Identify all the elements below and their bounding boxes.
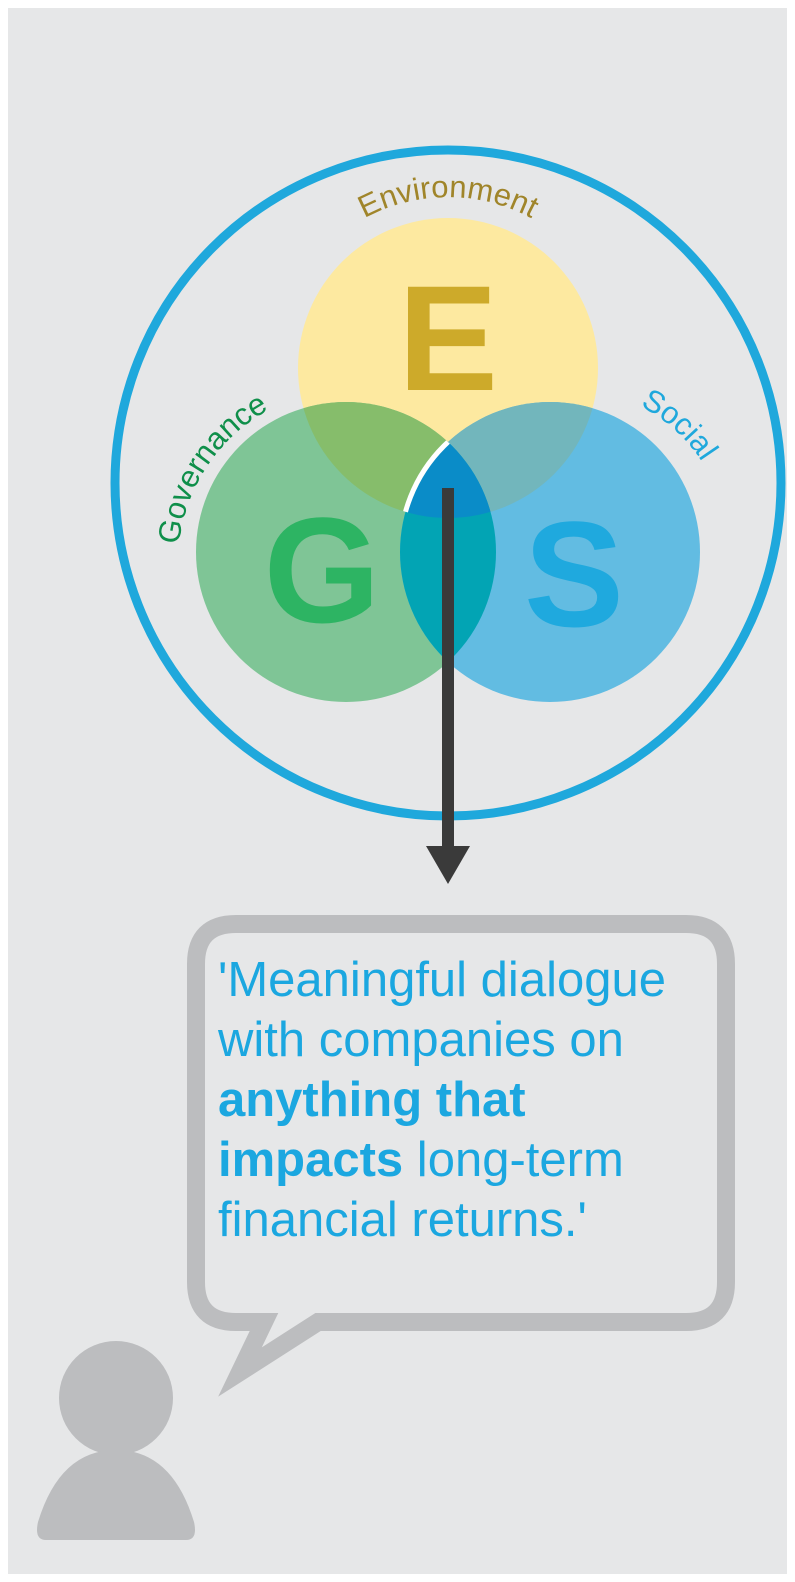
quote-line-4: impacts long-term xyxy=(218,1130,708,1190)
letter-e: E xyxy=(398,254,498,422)
center-overlap xyxy=(397,402,496,518)
quote-text: 'Meaningful dialogue with companies on a… xyxy=(218,950,708,1250)
quote-line-3: anything that xyxy=(218,1070,708,1130)
person-avatar xyxy=(37,1341,195,1540)
quote-line-5: financial returns.' xyxy=(218,1193,587,1247)
quote-bold-2: impacts xyxy=(218,1133,404,1187)
person-body xyxy=(37,1450,195,1540)
environment-label: Environment xyxy=(352,169,544,225)
quote-bold-1: anything that xyxy=(218,1073,526,1127)
speech-bubble xyxy=(187,915,735,1397)
arrow-shaft xyxy=(442,488,454,852)
letter-g: G xyxy=(264,486,381,654)
quote-line-2: with companies on xyxy=(218,1013,624,1067)
letter-s: S xyxy=(524,490,624,658)
arrow-head xyxy=(426,846,470,884)
quote-line-1: 'Meaningful dialogue xyxy=(218,953,666,1007)
quote-line-4-rest: long-term xyxy=(403,1133,624,1187)
person-head xyxy=(59,1341,173,1455)
